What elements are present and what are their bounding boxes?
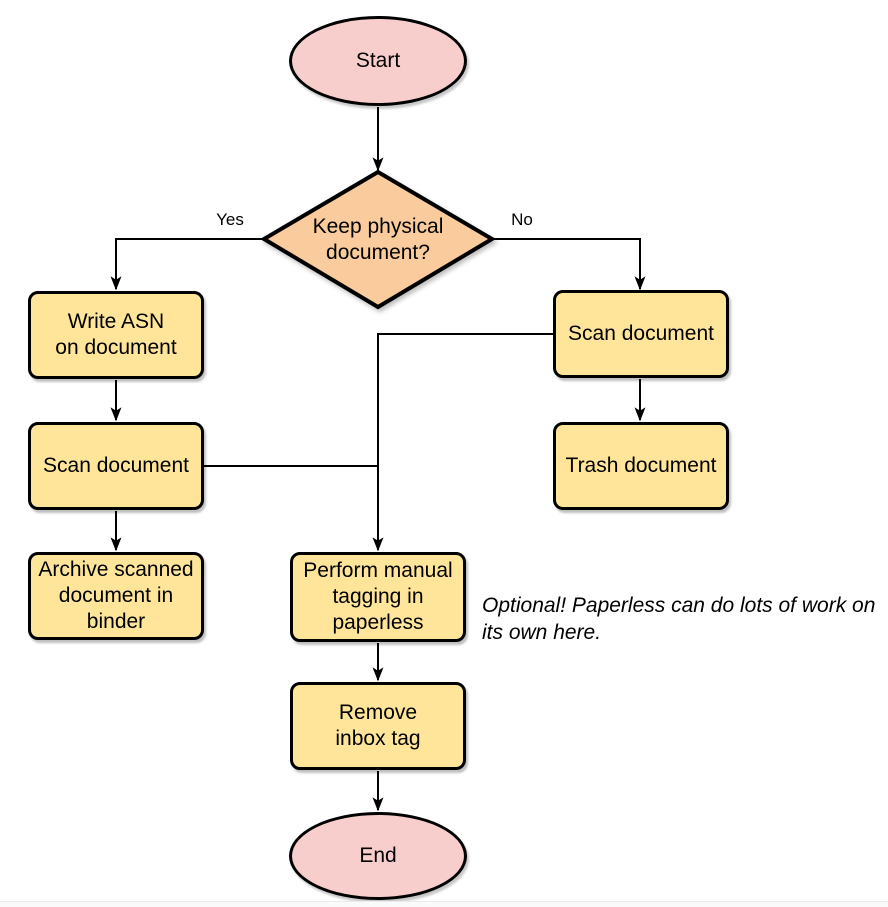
viewport-bottom-edge [0, 901, 888, 907]
node-start: Start [289, 16, 467, 106]
node-manual-tagging: Perform manual tagging in paperless [290, 552, 466, 642]
node-trash-label: Trash document [565, 454, 717, 477]
yes-label-text: Yes [216, 210, 244, 229]
node-decision-label: Keep physical document? [264, 172, 492, 307]
node-tagging-label: Perform manual tagging in paperless [303, 559, 453, 634]
node-scan-document-left: Scan document [28, 422, 204, 510]
edge-scan-right-to-tagging [378, 333, 553, 550]
edge-decision-yes-to-write-asn [116, 238, 264, 289]
decision-text: Keep physical document? [312, 214, 444, 264]
node-archive-label: Archive scanned document in binder [38, 558, 194, 633]
edge-decision-no-to-scan-right [492, 238, 640, 289]
node-write-asn: Write ASN on document [28, 291, 204, 379]
node-end-label: End [359, 844, 397, 867]
node-remove-tag-label: Remove inbox tag [335, 701, 421, 750]
node-start-label: Start [355, 49, 401, 72]
no-label-text: No [511, 210, 533, 229]
node-scan-right-label: Scan document [568, 322, 714, 345]
edge-label-yes: Yes [203, 210, 257, 230]
node-trash-document: Trash document [553, 422, 729, 510]
edge-label-no: No [495, 210, 549, 230]
node-scan-document-right: Scan document [553, 290, 729, 378]
node-end: End [289, 812, 467, 900]
node-write-asn-label: Write ASN on document [55, 310, 177, 359]
node-scan-left-label: Scan document [43, 454, 189, 477]
node-archive-binder: Archive scanned document in binder [28, 552, 204, 640]
decision-diamond-shape [260, 169, 496, 310]
annotation-note: Optional! Paperless can do lots of work … [482, 594, 876, 644]
node-remove-inbox-tag: Remove inbox tag [290, 682, 466, 770]
